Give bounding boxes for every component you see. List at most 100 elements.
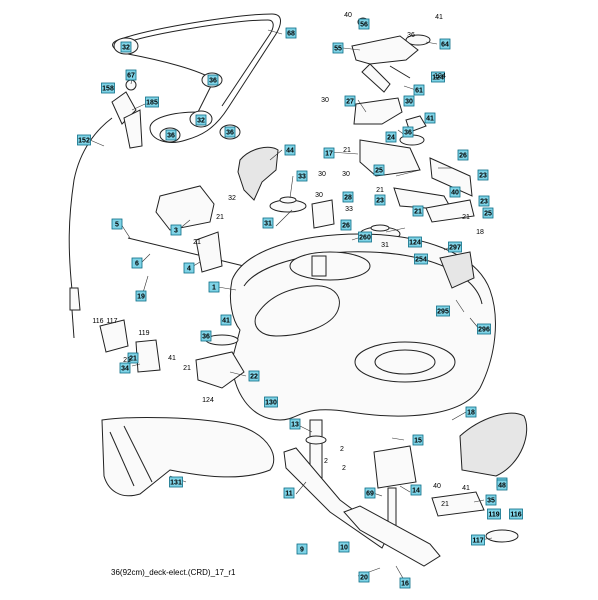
callout-number: 36: [202, 333, 210, 340]
callout-number: 158: [102, 85, 114, 92]
callout-124: 124: [431, 71, 445, 83]
part-number-124: 124: [434, 73, 446, 80]
callout-119: 119: [487, 508, 501, 520]
callout-number: 23: [480, 198, 488, 205]
callout-33: 33: [296, 170, 308, 182]
callout-number: 295: [437, 308, 449, 315]
callout-number: 16: [401, 580, 409, 587]
callout-number: 23: [376, 197, 384, 204]
callout-number: 36: [404, 129, 412, 136]
callout-number: 67: [127, 72, 135, 79]
callout-number: 55: [334, 45, 342, 52]
callout-23: 23: [477, 169, 489, 181]
callout-number: 124: [432, 74, 444, 81]
callout-254: 254: [414, 253, 428, 265]
callout-131: 131: [169, 476, 183, 488]
part-number-40: 40: [344, 12, 352, 19]
callout-56: 56: [358, 18, 370, 30]
callout-number: 185: [146, 99, 158, 106]
callout-152: 152: [77, 134, 91, 146]
pulleys-middle: [269, 196, 401, 242]
callout-4: 4: [183, 262, 195, 274]
callout-9: 9: [296, 543, 308, 555]
callout-32: 32: [120, 41, 132, 53]
bracket-4: [195, 231, 223, 273]
callout-number: 4: [187, 265, 191, 272]
callout-36: 36: [224, 126, 236, 138]
callout-number: 26: [459, 152, 467, 159]
callout-185: 185: [145, 96, 159, 108]
callout-number: 25: [375, 167, 383, 174]
callout-number: 33: [298, 173, 306, 180]
callout-26: 26: [340, 219, 352, 231]
callout-19: 19: [135, 290, 147, 302]
callout-number: 31: [264, 220, 272, 227]
part-number-21: 21: [376, 187, 384, 194]
callout-36: 36: [207, 74, 219, 86]
part-number-30: 30: [321, 97, 329, 104]
callout-32: 32: [195, 114, 207, 126]
part-number-124: 124: [202, 397, 214, 404]
callout-number: 21: [414, 208, 422, 215]
callout-23: 23: [374, 194, 386, 206]
callout-69: 69: [364, 487, 376, 499]
callout-41: 41: [424, 112, 436, 124]
callout-number: 19: [137, 293, 145, 300]
mower-deck: [229, 233, 496, 421]
callout-number: 260: [359, 234, 371, 241]
lift-rod: [127, 237, 253, 269]
callout-number: 14: [412, 487, 420, 494]
callout-34: 34: [119, 362, 131, 374]
spindle-assembly: [305, 419, 417, 535]
callout-41: 41: [220, 314, 232, 326]
part-number-2: 2: [340, 446, 344, 453]
callout-number: 6: [135, 260, 139, 267]
callout-number: 32: [197, 117, 205, 124]
callout-117: 117: [471, 534, 485, 546]
callout-36: 36: [200, 330, 212, 342]
callout-44: 44: [284, 144, 296, 156]
part-number-2: 2: [342, 465, 346, 472]
part-number-21: 21: [123, 357, 131, 364]
callout-295: 295: [436, 305, 450, 317]
callout-number: 20: [360, 574, 368, 581]
callout-number: 117: [472, 537, 483, 544]
part-number-41: 41: [435, 14, 443, 21]
callout-number: 34: [121, 365, 129, 372]
callout-number: 30: [405, 98, 413, 105]
part-number-30: 30: [315, 192, 323, 199]
part-number-2: 2: [324, 458, 328, 465]
callout-number: 61: [415, 87, 423, 94]
callout-35: 35: [485, 494, 497, 506]
part-number-30: 30: [318, 171, 326, 178]
callout-number: 26: [342, 222, 350, 229]
control-cable: [68, 91, 143, 339]
rear-guard: [459, 412, 528, 477]
part-number-117: 117: [106, 318, 117, 325]
part-number-18: 18: [476, 229, 484, 236]
part-number-41: 41: [462, 485, 470, 492]
callout-number: 3: [174, 227, 178, 234]
callout-number: 10: [340, 544, 348, 551]
part-number-21: 21: [441, 501, 449, 508]
deflector-clip: [439, 251, 475, 289]
discharge-chute: [101, 417, 275, 497]
callout-number: 116: [510, 511, 521, 518]
part-number-41: 41: [168, 355, 176, 362]
callout-25: 25: [373, 164, 385, 176]
callout-64: 64: [439, 38, 451, 50]
callout-number: 22: [250, 373, 258, 380]
callout-number: 36: [209, 77, 217, 84]
part-number-21: 21: [216, 214, 224, 221]
idler-arm-assembly: [351, 17, 431, 125]
callout-36: 36: [165, 129, 177, 141]
callout-number: 41: [222, 317, 230, 324]
callout-number: 41: [426, 115, 434, 122]
part-number-119: 119: [138, 330, 149, 337]
callout-number: 64: [441, 41, 449, 48]
callout-20: 20: [358, 571, 370, 583]
diagram-caption: 36(92cm)_deck-elect.(CRD)_17_r1: [111, 568, 236, 577]
callout-28: 28: [342, 191, 354, 203]
